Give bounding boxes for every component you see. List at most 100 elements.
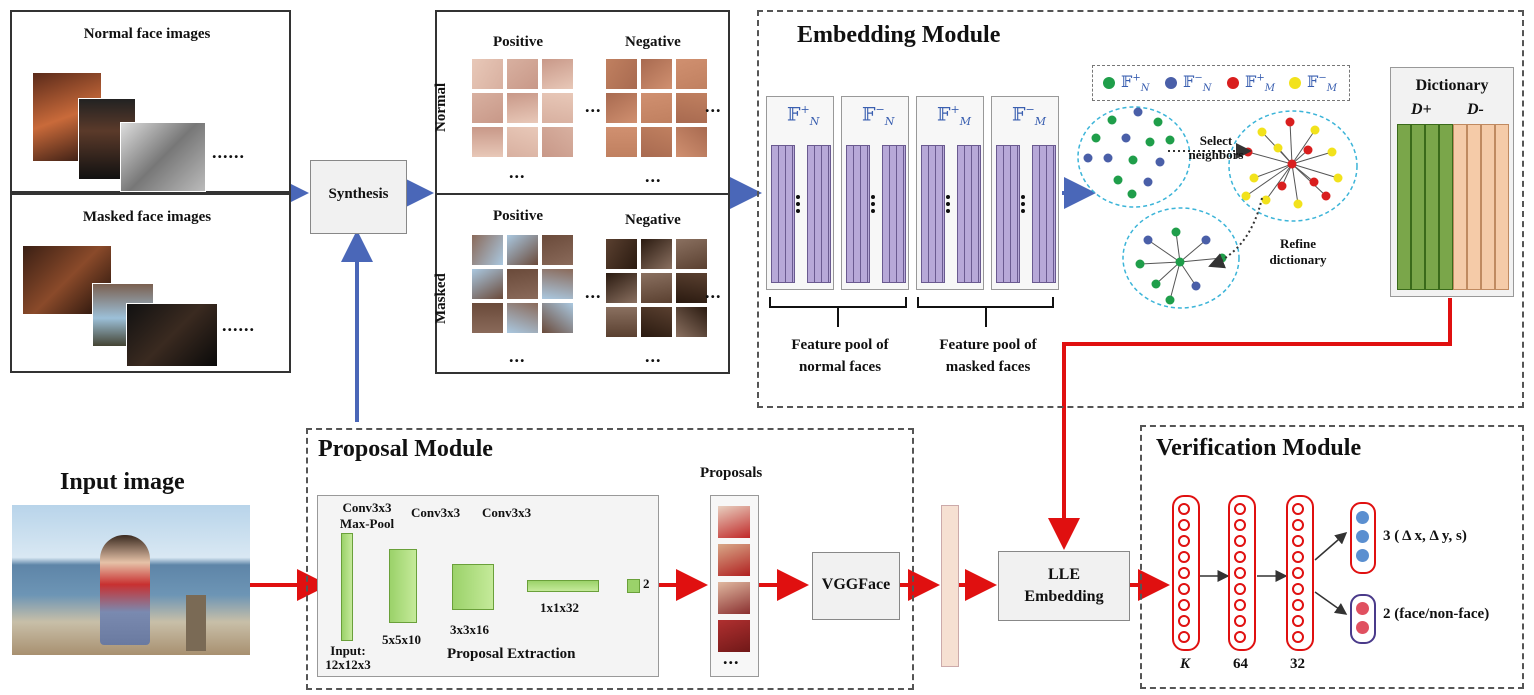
- neuron: [1234, 503, 1246, 515]
- ellipsis-dot: [1021, 209, 1025, 213]
- negative-normal-face: [640, 126, 673, 158]
- conv1-label: Conv3x3 Max-Pool: [322, 500, 412, 532]
- negative-normal-face: [605, 58, 638, 90]
- red-arrows: [250, 298, 1452, 601]
- feature-point: [1333, 173, 1343, 183]
- more-dots: ...: [509, 162, 526, 182]
- pool-label-line: Feature pool of: [791, 337, 889, 353]
- conv3-label: Conv3x3: [482, 505, 532, 520]
- symbol-letter: 𝔽: [1183, 72, 1195, 91]
- neuron: [1292, 631, 1304, 643]
- label-line: 12x12x3: [325, 657, 371, 672]
- embedding-module: Embedding Module: [757, 10, 1524, 408]
- face-photo: [126, 303, 218, 367]
- legend-item: 𝔽+M: [1227, 72, 1275, 94]
- neuron: [1356, 602, 1369, 615]
- d-plus-label: D+: [1411, 101, 1432, 118]
- label-line: Max-Pool: [339, 516, 395, 531]
- legend-item: 𝔽−M: [1289, 72, 1337, 94]
- more-images-dots: ......: [212, 142, 245, 162]
- neuron: [1292, 567, 1304, 579]
- ellipsis-dot: [871, 209, 875, 213]
- legend-symbol: 𝔽−M: [1307, 72, 1337, 94]
- normal-face-images-title: Normal face images: [83, 26, 211, 42]
- dictionary-title: Dictionary: [1415, 77, 1489, 94]
- fc-layer: [1172, 495, 1200, 651]
- neuron: [1234, 599, 1246, 611]
- feature-point: [1165, 135, 1175, 145]
- vertical-ellipsis: [1021, 195, 1025, 216]
- feature-point: [1285, 117, 1295, 127]
- feature-point: [1153, 117, 1163, 127]
- neuron: [1178, 567, 1190, 579]
- negative-masked-face: [640, 238, 673, 270]
- feature-point: [1155, 157, 1165, 167]
- symbol-sup: +: [1256, 72, 1265, 84]
- feature-point: [1249, 173, 1259, 183]
- conv2-label: Conv3x3: [411, 505, 461, 520]
- legend-swatch: [1227, 77, 1239, 90]
- positive-masked-face: [471, 302, 504, 334]
- positive-masked-face: [506, 268, 539, 300]
- feature-point: [1107, 115, 1117, 125]
- synthesis-label: Synthesis: [328, 186, 389, 202]
- proposal-extraction-label: Proposal Extraction: [447, 646, 576, 662]
- feature-point: [1273, 143, 1283, 153]
- positive-normal-face: [541, 58, 574, 90]
- feature-point: [1261, 195, 1271, 205]
- face-photo: [120, 122, 206, 192]
- vertical-ellipsis: [796, 195, 800, 216]
- feature-point: [1103, 153, 1113, 163]
- feature-column: [1032, 145, 1056, 283]
- feature-point: [1241, 191, 1251, 201]
- neuron: [1292, 503, 1304, 515]
- more-dots: ...: [585, 96, 602, 116]
- negative-normal-face: [640, 92, 673, 124]
- masked-face-images-title: Masked face images: [82, 209, 212, 225]
- neuron: [1292, 583, 1304, 595]
- neuron: [1356, 530, 1369, 543]
- feature-pool-symbol: 𝔽−M: [1012, 103, 1046, 128]
- vertical-ellipsis: [871, 195, 875, 216]
- ellipsis-dot: [796, 209, 800, 213]
- embedding-module-title: Embedding Module: [797, 22, 1001, 48]
- symbol-sub: N: [884, 115, 895, 129]
- neuron: [1178, 535, 1190, 547]
- feature-point: [1321, 191, 1331, 201]
- feature-pool: 𝔽−N: [841, 96, 909, 290]
- masked-face-images-panel: Masked face images ......: [10, 193, 291, 373]
- layer-64-label: 64: [1233, 656, 1248, 672]
- neuron: [1178, 631, 1190, 643]
- dim3-label: 1x1x32: [540, 600, 579, 615]
- legend-item: 𝔽−N: [1165, 72, 1212, 94]
- feature-column: [807, 145, 831, 283]
- person-figure: [100, 535, 150, 645]
- more-dots: ...: [585, 282, 602, 302]
- neighbor-edge: [1179, 257, 1223, 263]
- ellipsis-dot: [796, 202, 800, 206]
- feature-point: [1083, 153, 1093, 163]
- symbol-letter: 𝔽: [862, 103, 876, 126]
- positive-normal-face: [471, 126, 504, 158]
- pool-brackets: [769, 297, 1054, 327]
- neighbor-edge: [1291, 129, 1316, 165]
- feature-point: [1257, 127, 1267, 137]
- label-line: neighbors: [1188, 147, 1244, 162]
- verification-module-title: Verification Module: [1156, 435, 1362, 461]
- more-dots: ...: [645, 166, 662, 186]
- more-dots: ...: [645, 346, 662, 366]
- neuron: [1234, 567, 1246, 579]
- symbol-sub: M: [1034, 115, 1046, 129]
- feature-point: [1135, 259, 1145, 269]
- negative-normal-face: [675, 126, 708, 158]
- label-line: Input:: [330, 643, 366, 658]
- neighbor-edge: [1179, 239, 1207, 263]
- positive-normal-face: [471, 58, 504, 90]
- feature-point: [1303, 145, 1313, 155]
- legend-symbol: 𝔽+M: [1245, 72, 1275, 94]
- feature-pool-normal-label: Feature pool of normal faces: [770, 334, 910, 378]
- dim1-label: 5x5x10: [382, 632, 421, 647]
- more-dots: ...: [705, 282, 722, 302]
- lle-embedding-box: LLE Embedding: [998, 551, 1130, 621]
- negative-masked-face: [605, 306, 638, 338]
